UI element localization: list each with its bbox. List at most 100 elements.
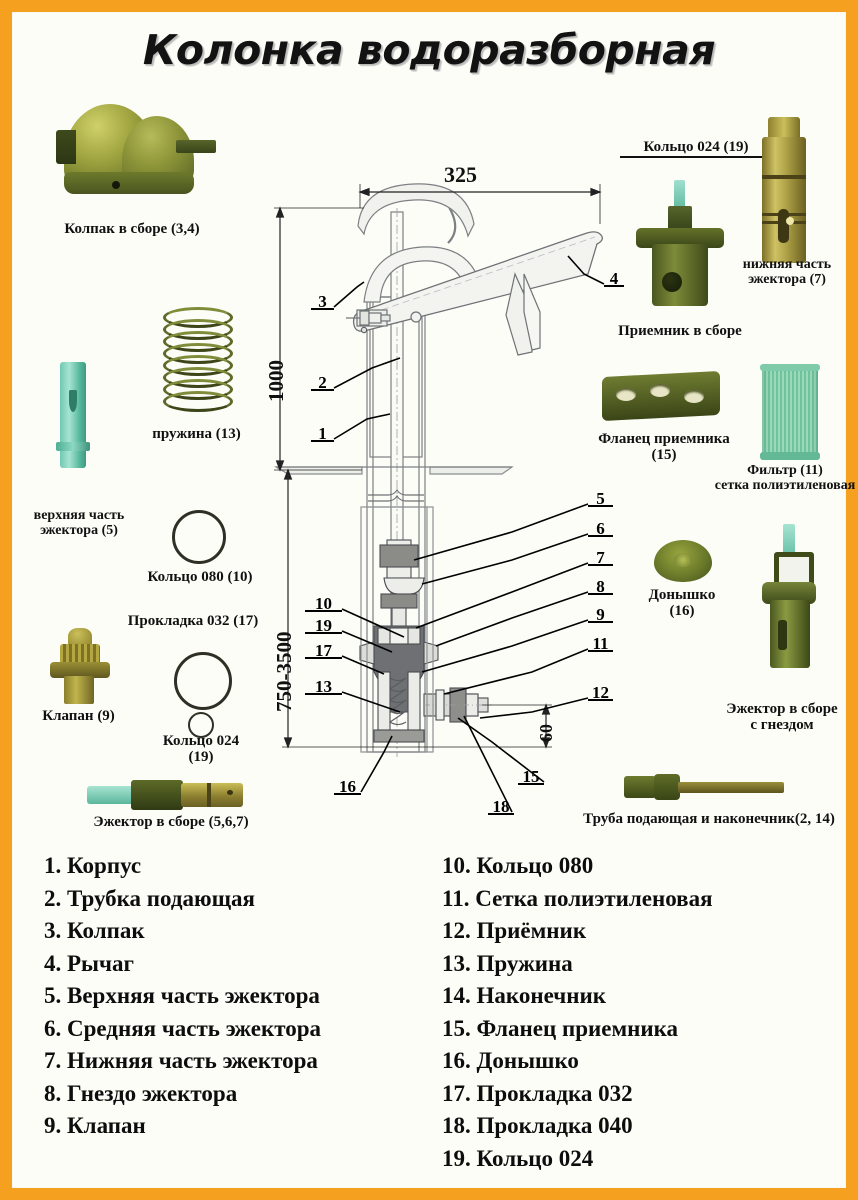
photo-filter-mesh	[760, 364, 820, 460]
cap-hole	[112, 181, 120, 189]
list-item-number: 11.	[442, 885, 470, 911]
list-item-number: 7.	[44, 1048, 62, 1073]
receiver-neck	[668, 206, 692, 232]
photo-receiver-assembly	[632, 180, 728, 310]
callout-4: 4	[609, 269, 619, 288]
callout-18: 18	[492, 797, 510, 816]
list-item: 1. Корпус	[44, 850, 321, 883]
ejector-seat-collar	[762, 582, 816, 604]
lower-ejector-groove	[762, 175, 806, 179]
ejector-seat-slot	[778, 620, 787, 650]
callout-13: 13	[315, 677, 332, 696]
list-item: 9. Клапан	[44, 1110, 321, 1143]
callout-7: 7	[596, 548, 605, 567]
callout-6: 6	[596, 519, 605, 538]
list-item: 17. Прокладка 032	[442, 1078, 713, 1111]
photo-upper-ejector-part	[56, 362, 90, 468]
callout-5: 5	[596, 489, 605, 508]
lower-ejector-slot	[778, 209, 789, 243]
callout-15: 15	[522, 767, 540, 786]
page-title: Колонка водоразборная	[142, 26, 716, 74]
photo-feed-pipe-tip	[624, 772, 784, 802]
list-item: 11. Сетка полиэтиленовая	[442, 883, 713, 916]
ejector-notch	[69, 390, 77, 412]
list-item: 13. Пружина	[442, 948, 713, 981]
list-item: 15. Фланец приемника	[442, 1013, 713, 1046]
receiver-port	[662, 272, 682, 292]
list-item-number: 18.	[442, 1113, 471, 1138]
caption-upper-ejector-part: верхняя часть эжектора (5)	[33, 508, 125, 538]
list-item-label: Прокладка 040	[476, 1113, 633, 1138]
list-item-number: 19.	[442, 1145, 471, 1171]
callout-8: 8	[596, 577, 605, 596]
list-item-label: Кольцо 024	[476, 1145, 594, 1171]
photo-receiver-flange	[602, 370, 720, 422]
list-item: 10. Кольцо 080	[442, 850, 713, 883]
lower-ejector-port	[786, 217, 794, 225]
caption-ejector-assembly: Эжектор в сборе (5,6,7)	[93, 814, 249, 830]
valve-knurl	[60, 644, 100, 666]
list-item-label: Корпус	[67, 853, 142, 878]
list-item-label: Трубка подающая	[67, 885, 255, 911]
ejector-seat-body	[770, 600, 810, 668]
valve-stem	[64, 676, 94, 704]
caption-ejector-with-seat: Эжектор в сборе с гнездом	[726, 701, 838, 733]
flange-hole	[650, 384, 670, 397]
valve-head	[68, 628, 92, 648]
receiver-pin	[674, 180, 685, 214]
bottom-cap-center	[674, 553, 692, 567]
list-item: 4. Рычаг	[44, 948, 321, 981]
photo-cap-assembly	[56, 102, 216, 207]
list-item-number: 9.	[44, 1113, 62, 1138]
list-item-number: 15.	[442, 1015, 471, 1041]
photo-bottom-cap	[654, 540, 712, 582]
caption-receiver-flange: Фланец приемника (15)	[598, 431, 730, 463]
dimension-60: 60	[536, 724, 556, 742]
list-item-label: Донышко	[476, 1048, 579, 1073]
caption-filter-mesh: Фильтр (11) сетка полиэтиленовая	[714, 463, 856, 493]
list-item-label: Верхняя часть эжектора	[67, 983, 320, 1008]
list-item: 2. Трубка подающая	[44, 883, 321, 916]
caption-bottom-cap: Донышко (16)	[648, 587, 716, 619]
list-item: 5. Верхняя часть эжектора	[44, 980, 321, 1013]
parts-list-left: 1. Корпус 2. Трубка подающая 3. Колпак 4…	[44, 850, 321, 1143]
list-item-number: 16.	[442, 1048, 471, 1073]
filter-top-rim	[760, 364, 820, 371]
list-item: 3. Колпак	[44, 915, 321, 948]
pipe-rod	[678, 782, 784, 793]
list-item-label: Колпак	[67, 918, 145, 943]
ejector-mid-section	[131, 780, 183, 810]
callout-12: 12	[592, 683, 609, 702]
list-item: 16. Донышко	[442, 1045, 713, 1078]
ejector-mint-section	[87, 786, 135, 804]
lower-ejector-head	[768, 117, 800, 139]
photo-spring	[163, 307, 233, 412]
poster-sheet: Колонка водоразборная	[12, 12, 855, 1188]
list-item: 12. Приёмник	[442, 915, 713, 948]
caption-valve: Клапан (9)	[42, 708, 115, 724]
dimension-750-3500: 750-3500	[272, 631, 296, 713]
list-item-label: Нижняя часть эжектора	[67, 1048, 318, 1073]
callout-1: 1	[318, 424, 327, 443]
photo-valve	[48, 628, 112, 706]
callout-3: 3	[318, 292, 327, 311]
caption-receiver-assembly: Приемник в сборе	[618, 323, 742, 339]
caption-oring-024-right: Кольцо 024 (19)	[620, 139, 772, 158]
cap-stem	[176, 140, 216, 153]
photo-oring-080	[172, 510, 226, 564]
callout-17: 17	[315, 641, 332, 660]
spring-coil	[163, 391, 233, 412]
parts-list-right: 10. Кольцо 080 11. Сетка полиэтиленовая …	[442, 850, 713, 1175]
list-item-label: Приёмник	[476, 918, 587, 943]
callout-11: 11	[592, 634, 609, 653]
list-item-number: 1.	[44, 853, 62, 878]
photo-lower-ejector-part	[762, 117, 806, 263]
caption-lower-ejector-part: нижняя часть эжектора (7)	[742, 257, 832, 287]
list-item: 8. Гнездо эжектора	[44, 1078, 321, 1111]
callout-10: 10	[315, 594, 332, 613]
flange-hole	[684, 390, 704, 403]
list-item: 7. Нижняя часть эжектора	[44, 1045, 321, 1078]
lower-ejector-body	[762, 137, 806, 263]
list-item-number: 17.	[442, 1080, 471, 1106]
